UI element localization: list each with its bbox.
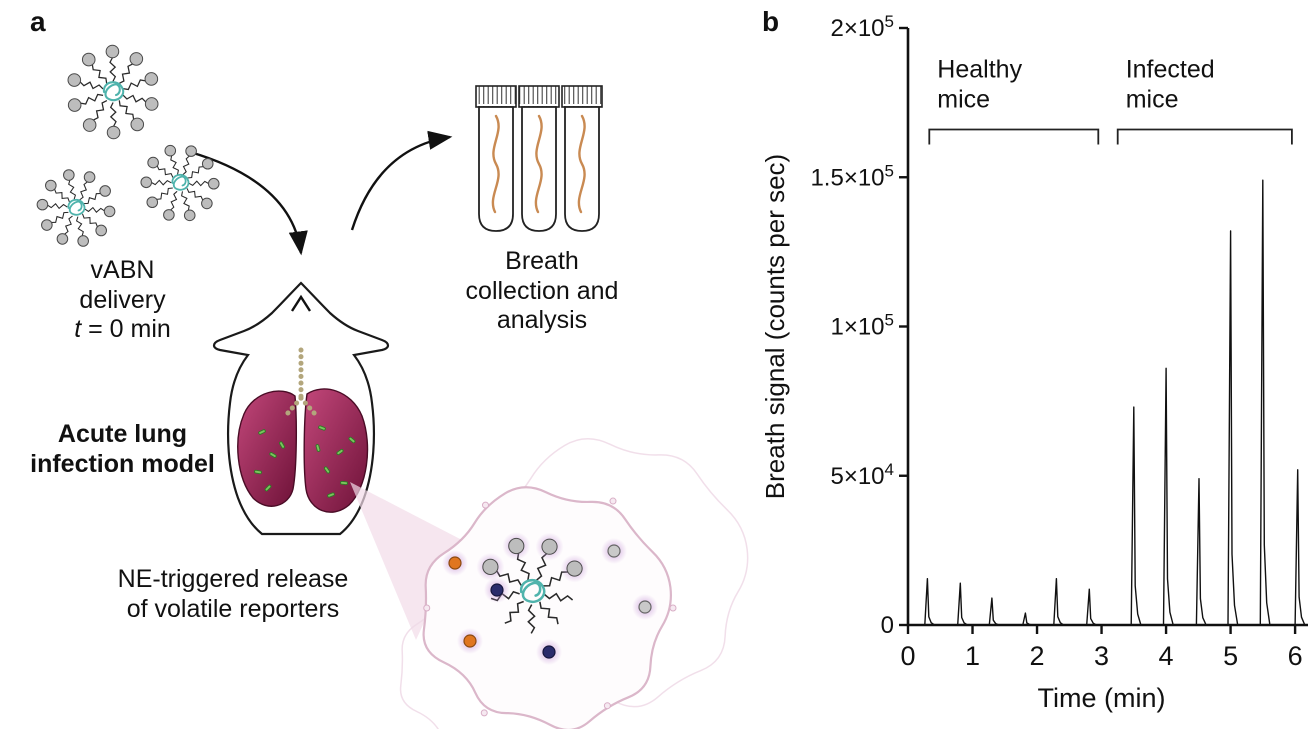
- infected-mice-label: mice: [1126, 86, 1179, 114]
- reporter-release-zone: [442, 532, 658, 665]
- volatile-reporter-icon: [536, 639, 562, 665]
- infected-bracket: [1116, 128, 1293, 145]
- x-tick-label: 5: [1223, 641, 1238, 671]
- breath-signal-chart: 0 5×104 1×105 1.5×105 2×105 0 1 2 3 4 5 6 Breath sig…: [760, 12, 1308, 713]
- volatile-reporter-icon: [632, 594, 658, 620]
- trachea-branch-left: [284, 395, 304, 417]
- bacterium-icon: [264, 484, 272, 492]
- vabn-line2: delivery: [79, 285, 166, 314]
- bacterium-icon: [279, 441, 285, 449]
- breath-tube-icon: [518, 85, 560, 232]
- membrane-nodule: [482, 501, 489, 509]
- x-tick-label: 1: [965, 641, 980, 671]
- left-lung: [237, 390, 298, 507]
- signal-trace: [908, 179, 1307, 626]
- mouse-illustration: [212, 281, 390, 536]
- volatile-reporter-icon: [442, 550, 468, 576]
- membrane-nodule: [480, 709, 488, 717]
- y-tick-label: 0: [881, 612, 894, 639]
- mouse-nose-mark: [290, 294, 312, 312]
- vabn-line1: vABN: [90, 256, 155, 284]
- bacterium-icon: [315, 444, 321, 452]
- axis-spines: [906, 28, 1308, 627]
- vabn-particles: [36, 44, 220, 247]
- breath-collection-arrow: [350, 130, 453, 231]
- ne-line2: of volatile reporters: [126, 594, 340, 623]
- panel-b-label: b: [762, 6, 780, 37]
- x-axis-label: Time (min): [1038, 683, 1166, 713]
- breath-collection-label: Breath collection and analysis: [452, 247, 632, 336]
- y-axis-label: Breath signal (counts per sec): [760, 154, 790, 499]
- membrane-nodule: [603, 702, 611, 710]
- vabn-delivery-arrow: [189, 150, 308, 256]
- healthy-bracket: [928, 128, 1100, 145]
- bacterium-icon: [269, 452, 277, 458]
- breath-tube-icon: [475, 85, 517, 232]
- healthy-mice-label: mice: [937, 86, 990, 114]
- infection-model-label: Acute lung infection model: [15, 420, 230, 479]
- breath-line1: Breath: [505, 247, 579, 275]
- trachea-branch-right: [298, 395, 318, 417]
- vabn-icon-2: [140, 144, 220, 222]
- breath-line3: analysis: [496, 306, 588, 334]
- bacterium-icon: [327, 492, 335, 498]
- breath-line2: collection and: [465, 276, 619, 305]
- time-rest: = 0 min: [81, 315, 171, 343]
- ne-release-label: NE-triggered release of volatile reporte…: [88, 565, 378, 624]
- healthy-mice-label: Healthy: [937, 56, 1022, 84]
- vabn-time-line: t = 0 min: [35, 315, 210, 345]
- x-tick-label: 6: [1288, 641, 1303, 671]
- x-tick-label: 3: [1094, 641, 1109, 671]
- membrane-nodule: [609, 497, 617, 505]
- vabn-icon-1: [67, 44, 159, 140]
- y-tick-label: 1×105: [830, 311, 894, 341]
- bacterium-icon: [340, 480, 348, 486]
- volatile-reporter-icon: [601, 538, 627, 564]
- infected-mice-label: Infected: [1126, 56, 1215, 84]
- panel-a-illustration: [36, 44, 749, 729]
- bacterium-icon: [323, 466, 331, 474]
- time-variable: t: [74, 315, 82, 343]
- vabn-icon-3: [36, 169, 116, 247]
- cell-illustration: [399, 437, 749, 729]
- bacterium-icon: [258, 429, 266, 435]
- x-tick-label: 4: [1159, 641, 1174, 671]
- model-line2: infection model: [30, 449, 215, 478]
- ne-line1: NE-triggered release: [117, 565, 349, 593]
- cell-nanoparticle-icon: [476, 532, 589, 634]
- vabn-delivery-label: vABN delivery t = 0 min: [35, 256, 210, 345]
- bacterium-icon: [254, 469, 262, 475]
- x-tick-label: 2: [1030, 641, 1045, 671]
- y-tick-label: 1.5×105: [810, 161, 894, 191]
- y-tick-label: 2×105: [830, 12, 894, 42]
- bacterium-icon: [318, 425, 326, 431]
- bacterium-icon: [336, 448, 344, 456]
- y-tick-label: 5×104: [830, 460, 894, 490]
- right-lung: [303, 388, 369, 513]
- volatile-reporter-icon: [484, 577, 510, 603]
- breath-tube-icon: [561, 85, 603, 232]
- model-line1: Acute lung: [57, 420, 188, 448]
- bacteria-icons: [254, 425, 356, 498]
- bacterium-icon: [348, 436, 356, 444]
- breath-collection-tubes: [475, 85, 603, 232]
- membrane-nodule: [423, 604, 431, 612]
- panel-a-label: a: [30, 6, 46, 37]
- volatile-reporter-icon: [457, 628, 483, 654]
- x-tick-label: 0: [900, 641, 915, 671]
- membrane-nodule: [669, 604, 677, 612]
